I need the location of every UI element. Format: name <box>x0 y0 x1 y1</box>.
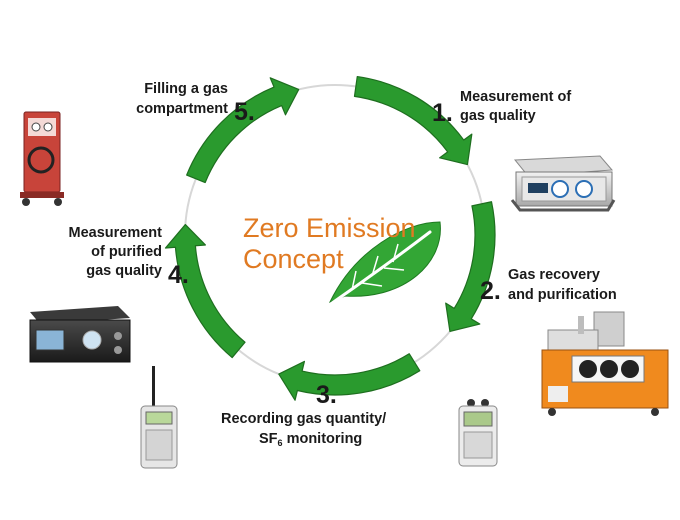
step-4-number: 4. <box>168 261 189 289</box>
step-2-label-line2: and purification <box>508 287 617 303</box>
step-4-label-line3: gas quality <box>86 263 162 279</box>
step-2-label-line1: Gas recovery <box>508 267 600 283</box>
wireless-monitor-icon <box>140 366 178 469</box>
step-5-number: 5. <box>234 98 255 126</box>
cycle-arrow-1-icon <box>353 75 473 166</box>
step-4-label-line2: of purified <box>91 244 162 260</box>
sf-subscript: 6 <box>277 438 283 448</box>
sf-text: SF <box>259 431 278 447</box>
step-3-label-line2: SF6 monitoring <box>259 430 362 452</box>
cycle-arrow-5-icon <box>186 77 300 184</box>
step-1-label-line2: gas quality <box>460 108 536 124</box>
purified-gas-analyser-icon <box>29 306 131 363</box>
cycle-arrow-3-icon <box>278 353 421 401</box>
gas-recovery-unit-icon <box>541 311 669 416</box>
gas-analyser-icon <box>510 155 616 212</box>
step-3-number: 3. <box>316 381 337 409</box>
step-1-label-line1: Measurement of <box>460 89 572 105</box>
monitoring-text: monitoring <box>282 431 363 447</box>
concept-title-line2: Concept <box>243 244 344 274</box>
filling-cart-icon <box>20 111 64 206</box>
step-5-label-line1: Filling a gas <box>144 81 228 97</box>
gas-quantity-meter-icon <box>458 399 498 467</box>
step-4-label-line1: Measurement <box>68 225 162 241</box>
cycle-arrow-2-icon <box>445 201 496 333</box>
step-2-number: 2. <box>480 277 501 305</box>
concept-title-line1: Zero Emission <box>243 213 416 243</box>
step-3-label-line1: Recording gas quantity/ <box>221 411 387 427</box>
cycle-arrow-4-icon <box>164 223 246 359</box>
cycle-arrows <box>164 75 496 401</box>
leaf-icon <box>323 221 441 310</box>
step-5-label-line2: compartment <box>136 101 228 117</box>
step-1-number: 1. <box>432 99 453 127</box>
